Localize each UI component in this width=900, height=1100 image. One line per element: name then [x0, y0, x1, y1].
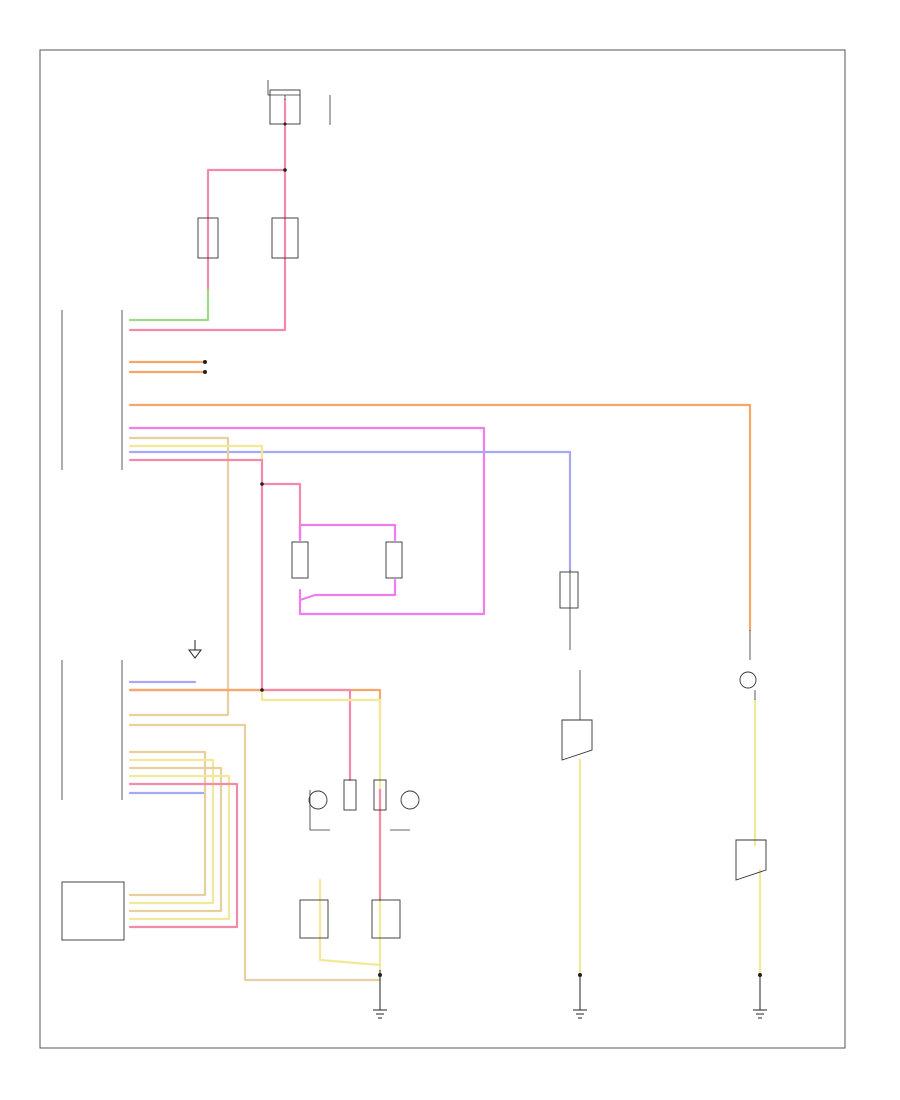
lamp-right [739, 671, 757, 689]
wire-tan-1 [128, 436, 230, 717]
wire-yellow-1 [128, 444, 264, 472]
antenna-symbol [188, 640, 202, 659]
ground-2 [573, 973, 587, 1019]
diagram-border [39, 49, 846, 1049]
lamp-leads [309, 570, 756, 831]
wire-pink-lamp [260, 482, 302, 542]
lamp-left-bulb [308, 790, 328, 810]
wire-magenta-return [298, 578, 397, 602]
wire-pink-mid [128, 458, 264, 692]
switch-right-lower [735, 839, 767, 881]
wire-bundle-3 [128, 766, 223, 913]
wire-bundle-1 [128, 750, 207, 897]
relay-right [385, 541, 403, 579]
control-unit-left [299, 899, 329, 939]
wire-lamp-left-b [318, 878, 382, 967]
switch-right [271, 217, 299, 259]
ground-3 [753, 973, 767, 1019]
wire-magenta-outer [128, 426, 486, 616]
relay-left [291, 541, 309, 579]
module-mid-outline [61, 660, 123, 800]
switch-left [197, 217, 219, 259]
switch-center-right [561, 719, 593, 761]
lamp-left-housing [343, 779, 357, 811]
wire-bundle-2 [128, 758, 215, 905]
lamp-right-housing [373, 779, 387, 811]
wire-bundle-5 [128, 782, 239, 929]
wire-magenta-inner [298, 523, 397, 542]
module-top-outline [61, 310, 123, 470]
wire-yellow-right [753, 698, 762, 977]
wire-pink-branch [206, 168, 287, 292]
wire-tan-lower [128, 723, 382, 982]
wire-green [128, 288, 210, 322]
wire-bundle-4 [128, 774, 231, 921]
control-unit-right [371, 899, 401, 939]
ground-1 [373, 970, 387, 1019]
bottom-left-module [61, 881, 125, 941]
fuse-leads [267, 80, 331, 125]
splice-points [203, 122, 287, 692]
wire-pink-main [128, 98, 287, 332]
lamp-right-bulb [400, 790, 420, 810]
relay-center-right [559, 571, 579, 609]
wire-lavender [128, 450, 572, 572]
wire-pink-lower [260, 688, 352, 782]
wire-orange-long [128, 403, 752, 632]
